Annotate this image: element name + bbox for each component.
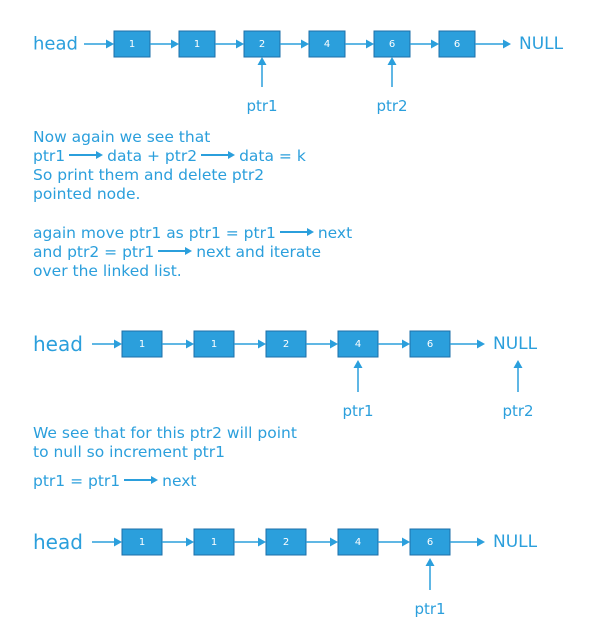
arrow-head-icon bbox=[330, 339, 338, 349]
arrow-head-icon bbox=[301, 39, 309, 49]
arrow-head-icon bbox=[236, 39, 244, 49]
linked-list-diagram-2: head 1 1 2 4 6 NULL ptr1 ptr2 bbox=[33, 330, 538, 420]
arrow-icon bbox=[158, 246, 193, 256]
arrow-head-icon bbox=[477, 339, 485, 349]
list-node bbox=[438, 30, 476, 58]
arrow-icon bbox=[201, 150, 236, 160]
explanation-paragraph-2: again move ptr1 as ptr1 = ptr1 next and p… bbox=[33, 224, 352, 281]
node-value: 6 bbox=[427, 339, 433, 350]
list-node bbox=[121, 330, 163, 358]
text-line: ptr1 = ptr1 next bbox=[33, 472, 197, 491]
linked-list-diagram-1: head 1 1 2 4 6 6 NULL ptr1 ptr2 bbox=[33, 30, 564, 115]
arrow-head-icon bbox=[258, 339, 266, 349]
node-value: 1 bbox=[211, 537, 217, 548]
explanation-paragraph-3: We see that for this ptr2 will point to … bbox=[33, 424, 297, 462]
node-value: 4 bbox=[355, 537, 361, 548]
node-value: 1 bbox=[194, 39, 200, 50]
node-value: 2 bbox=[259, 39, 265, 50]
node-value: 6 bbox=[389, 39, 395, 50]
list-node bbox=[265, 330, 307, 358]
text-fragment: ptr1 bbox=[33, 147, 66, 165]
arrow-head-icon bbox=[114, 537, 122, 547]
arrow-icon bbox=[124, 475, 159, 485]
text-line: pointed node. bbox=[33, 185, 141, 203]
linked-list-diagram-3: head 1 1 2 4 6 NULL ptr1 bbox=[33, 528, 538, 618]
arrow-head-icon bbox=[402, 339, 410, 349]
text-fragment: ptr1 = ptr1 bbox=[33, 472, 121, 490]
head-label: head bbox=[33, 530, 83, 554]
list-node bbox=[337, 528, 379, 556]
pointer-label: ptr2 bbox=[502, 402, 533, 420]
pointer-arrow-head-icon bbox=[353, 360, 363, 368]
pointer-label: ptr2 bbox=[376, 97, 407, 115]
text-line: So print them and delete ptr2 bbox=[33, 166, 265, 184]
list-node bbox=[308, 30, 346, 58]
node-value: 6 bbox=[427, 537, 433, 548]
arrow-head-icon bbox=[431, 39, 439, 49]
text-fragment: and ptr2 = ptr1 bbox=[33, 243, 155, 261]
null-label: NULL bbox=[493, 532, 538, 552]
text-line: Now again we see that bbox=[33, 128, 211, 146]
arrow-head-icon bbox=[477, 537, 485, 547]
text-line: to null so increment ptr1 bbox=[33, 443, 225, 461]
text-fragment: again move ptr1 as ptr1 = ptr1 bbox=[33, 224, 276, 242]
arrow-head-icon bbox=[114, 339, 122, 349]
text-line: again move ptr1 as ptr1 = ptr1 next bbox=[33, 224, 352, 243]
arrow-head-icon bbox=[258, 537, 266, 547]
explanation-paragraph-4: ptr1 = ptr1 next bbox=[33, 472, 197, 491]
text-fragment: next and iterate bbox=[196, 243, 321, 261]
node-value: 6 bbox=[454, 39, 460, 50]
arrow-head-icon bbox=[106, 39, 114, 49]
arrow-head-icon bbox=[366, 39, 374, 49]
text-line: ptr1 data + ptr2 data = k bbox=[33, 147, 306, 166]
pointer-arrow-head-icon bbox=[425, 558, 435, 566]
node-value: 4 bbox=[324, 39, 330, 50]
text-line: and ptr2 = ptr1 next and iterate bbox=[33, 243, 352, 262]
arrow-head-icon bbox=[503, 39, 511, 49]
node-value: 1 bbox=[129, 39, 135, 50]
arrow-head-icon bbox=[171, 39, 179, 49]
text-fragment: data = k bbox=[239, 147, 306, 165]
list-node bbox=[243, 30, 281, 58]
list-node bbox=[121, 528, 163, 556]
head-label: head bbox=[33, 34, 78, 55]
list-node bbox=[373, 30, 411, 58]
null-label: NULL bbox=[493, 334, 538, 354]
node-value: 4 bbox=[355, 339, 361, 350]
pointer-arrow-head-icon bbox=[387, 57, 397, 65]
list-node bbox=[265, 528, 307, 556]
pointer-arrow-head-icon bbox=[257, 57, 267, 65]
node-value: 1 bbox=[139, 339, 145, 350]
explanation-paragraph-1: Now again we see that ptr1 data + ptr2 dat… bbox=[33, 128, 306, 204]
text-line: over the linked list. bbox=[33, 262, 182, 280]
arrow-head-icon bbox=[330, 537, 338, 547]
node-value: 1 bbox=[211, 339, 217, 350]
pointer-label: ptr1 bbox=[414, 600, 445, 618]
node-value: 1 bbox=[139, 537, 145, 548]
arrow-head-icon bbox=[186, 537, 194, 547]
node-value: 2 bbox=[283, 339, 289, 350]
arrow-icon bbox=[69, 150, 104, 160]
pointer-label: ptr1 bbox=[246, 97, 277, 115]
arrow-head-icon bbox=[402, 537, 410, 547]
text-fragment: next bbox=[317, 224, 353, 242]
node-value: 2 bbox=[283, 537, 289, 548]
text-fragment: next bbox=[162, 472, 197, 490]
text-fragment: data + ptr2 bbox=[107, 147, 198, 165]
list-node bbox=[337, 330, 379, 358]
pointer-label: ptr1 bbox=[342, 402, 373, 420]
arrow-icon bbox=[279, 227, 314, 237]
list-node bbox=[409, 330, 451, 358]
pointer-arrow-head-icon bbox=[513, 360, 523, 368]
arrow-head-icon bbox=[186, 339, 194, 349]
head-label: head bbox=[33, 332, 83, 356]
text-line: We see that for this ptr2 will point bbox=[33, 424, 297, 442]
null-label: NULL bbox=[519, 34, 564, 54]
